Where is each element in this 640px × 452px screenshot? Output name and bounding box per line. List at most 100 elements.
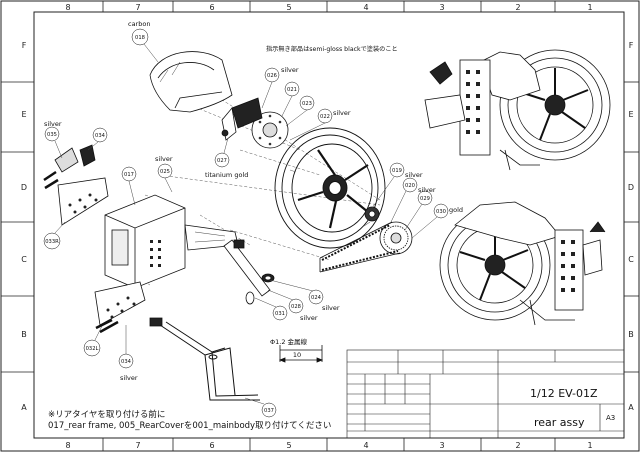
callout-020-circle bbox=[402, 177, 418, 193]
finish-silver-025: silver bbox=[155, 155, 173, 163]
callout-024-circle bbox=[308, 289, 324, 305]
callout-021: 021 bbox=[287, 87, 297, 93]
callout-017: 017 bbox=[124, 172, 134, 178]
zone-col-7-bottom: 7 bbox=[135, 441, 140, 450]
callout-030: 030 bbox=[436, 209, 446, 215]
finish-silver-026: silver bbox=[281, 66, 299, 74]
finish-gold-030: gold bbox=[449, 206, 463, 214]
zone-col-2-top: 2 bbox=[515, 3, 520, 12]
callout-032l-circle bbox=[83, 339, 101, 357]
paint-instruction: 指示無き部品はsemi-gloss blackで塗装のこと bbox=[266, 46, 398, 53]
finish-silver-022: silver bbox=[333, 109, 351, 117]
title-scale-model: 1/12 EV-01Z bbox=[530, 387, 598, 400]
zone-row-E-left: E bbox=[21, 110, 26, 119]
zone-row-C-right: C bbox=[628, 255, 634, 264]
callout-025: 025 bbox=[160, 169, 170, 175]
sheet-inner-border bbox=[33, 11, 625, 439]
callout-034a-circle bbox=[92, 127, 108, 143]
zone-col-2-bottom: 2 bbox=[515, 441, 520, 450]
zone-row-F-right: F bbox=[629, 41, 634, 50]
wire-dimension-value: 10 bbox=[293, 351, 301, 359]
zone-row-E-right: E bbox=[628, 110, 633, 119]
zone-col-7-top: 7 bbox=[135, 3, 140, 12]
finish-titanium-gold: titanium gold bbox=[205, 171, 248, 179]
callout-030-circle bbox=[433, 203, 449, 219]
callout-029-circle bbox=[417, 190, 433, 206]
callout-018-circle bbox=[131, 28, 149, 46]
zone-col-5-bottom: 5 bbox=[286, 441, 291, 450]
callout-026: 026 bbox=[267, 73, 277, 79]
zone-col-1-bottom: 1 bbox=[587, 441, 592, 450]
finish-silver-020: silver bbox=[418, 186, 436, 194]
callout-034-lower: 034 bbox=[121, 359, 132, 365]
zone-col-4-bottom: 4 bbox=[363, 441, 368, 450]
title-block bbox=[346, 349, 625, 439]
assembly-note-line-1: ※リアタイヤを取り付ける前に bbox=[48, 410, 166, 420]
callout-037-circle bbox=[261, 402, 277, 418]
callout-033r-circle bbox=[43, 232, 61, 250]
rear-frame-part bbox=[104, 194, 239, 289]
callout-023: 023 bbox=[302, 101, 312, 107]
seat-cowl-part bbox=[149, 51, 233, 113]
zone-col-8-bottom: 8 bbox=[65, 441, 70, 450]
brake-disc-part bbox=[221, 97, 289, 149]
wire-dimension bbox=[278, 345, 324, 363]
callout-035-circle bbox=[44, 126, 60, 142]
zone-col-6-bottom: 6 bbox=[209, 441, 214, 450]
title-part-name: rear assy bbox=[534, 416, 585, 429]
finish-silver-031: silver bbox=[300, 314, 318, 322]
zone-col-1-top: 1 bbox=[587, 3, 592, 12]
finish-carbon: carbon bbox=[128, 20, 150, 28]
callout-022: 022 bbox=[320, 114, 330, 120]
callout-031-circle bbox=[272, 305, 288, 321]
callout-027-circle bbox=[214, 152, 230, 168]
callout-031: 031 bbox=[275, 311, 285, 317]
finish-silver-024: silver bbox=[322, 304, 340, 312]
callout-028: 028 bbox=[291, 304, 301, 310]
zone-row-A-left: A bbox=[21, 403, 27, 412]
callout-018: 018 bbox=[135, 35, 145, 41]
assembly-note: ※リアタイヤを取り付ける前に 017_rear frame, 005_RearC… bbox=[48, 410, 331, 432]
zone-col-3-top: 3 bbox=[439, 3, 444, 12]
paddock-stand-part bbox=[159, 321, 260, 401]
zone-row-D-left: D bbox=[21, 183, 27, 192]
callout-035: 035 bbox=[47, 132, 57, 138]
callout-027: 027 bbox=[217, 158, 227, 164]
callout-028-circle bbox=[288, 298, 304, 314]
zone-row-B-right: B bbox=[628, 330, 634, 339]
title-sheet-size: A3 bbox=[606, 414, 615, 422]
zone-row-A-right: A bbox=[628, 403, 634, 412]
callout-019: 019 bbox=[392, 168, 402, 174]
assembly-note-line-2: 017_rear frame, 005_RearCoverを001_mainbo… bbox=[48, 421, 332, 431]
callout-034-upper: 034 bbox=[95, 133, 106, 139]
callout-020: 020 bbox=[405, 183, 415, 189]
callout-019-circle bbox=[389, 162, 405, 178]
zone-row-C-left: C bbox=[21, 255, 27, 264]
zone-row-D-right: D bbox=[628, 183, 634, 192]
callout-032l: 032L bbox=[86, 346, 99, 352]
drive-chain-part bbox=[319, 221, 401, 273]
zone-row-F-left: F bbox=[22, 41, 27, 50]
finish-silver-034: silver bbox=[120, 374, 138, 382]
callout-029: 029 bbox=[420, 196, 430, 202]
finish-silver-019: silver bbox=[405, 171, 423, 179]
sprocket-part bbox=[364, 206, 413, 255]
zone-col-4-top: 4 bbox=[363, 3, 368, 12]
zone-col-6-top: 6 bbox=[209, 3, 214, 12]
callout-037: 037 bbox=[264, 408, 274, 414]
callout-033r: 033R bbox=[45, 239, 59, 245]
zone-col-8-top: 8 bbox=[65, 3, 70, 12]
right-footrest-part bbox=[43, 144, 109, 226]
left-footrest-part bbox=[94, 281, 163, 334]
side-view-lower bbox=[439, 201, 606, 326]
zone-col-3-bottom: 3 bbox=[439, 441, 444, 450]
wire-label: Φ1.2 金属線 bbox=[270, 337, 308, 346]
rear-wheel-part bbox=[274, 127, 386, 249]
zone-col-5-top: 5 bbox=[286, 3, 291, 12]
side-view-upper bbox=[424, 49, 611, 171]
finish-silver-035: silver bbox=[44, 120, 62, 128]
callout-024: 024 bbox=[311, 295, 322, 301]
